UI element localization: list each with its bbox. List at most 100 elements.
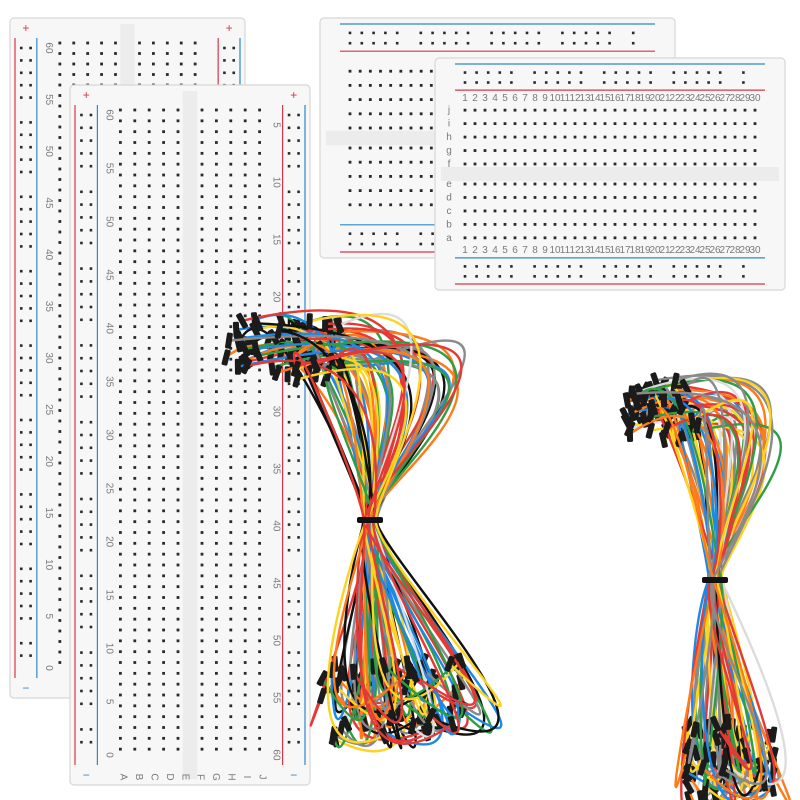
hole bbox=[162, 736, 165, 740]
hole bbox=[693, 209, 697, 213]
hole bbox=[162, 509, 165, 513]
rail-hole bbox=[19, 604, 23, 608]
hole bbox=[409, 69, 413, 73]
rail-hole bbox=[287, 523, 291, 526]
hole bbox=[162, 108, 165, 112]
rail-hole bbox=[19, 517, 23, 521]
rail-hole bbox=[89, 510, 93, 514]
column-number: 30 bbox=[749, 93, 761, 104]
wire-pin-housing bbox=[444, 655, 455, 672]
hole bbox=[348, 175, 352, 178]
hole bbox=[258, 173, 261, 177]
hole bbox=[176, 184, 180, 188]
hole bbox=[133, 336, 137, 339]
hole bbox=[200, 422, 204, 426]
column-letter: A bbox=[117, 774, 128, 781]
rail-hole bbox=[80, 190, 83, 194]
rail-hole bbox=[223, 71, 226, 75]
hole bbox=[162, 216, 165, 220]
column-number: 2 bbox=[472, 245, 478, 256]
hole bbox=[72, 73, 76, 76]
rail-hole bbox=[287, 689, 291, 693]
hole bbox=[165, 62, 169, 66]
hole bbox=[358, 69, 362, 73]
hole bbox=[258, 368, 261, 372]
rail-hole bbox=[29, 59, 32, 62]
hole bbox=[653, 236, 657, 240]
rail-hole bbox=[454, 41, 458, 45]
rail-hole bbox=[718, 275, 722, 278]
column-letter: H bbox=[226, 773, 237, 780]
rail-hole bbox=[19, 133, 23, 137]
hole bbox=[176, 151, 180, 155]
hole bbox=[176, 379, 180, 383]
rail-hole bbox=[419, 31, 423, 35]
hole bbox=[473, 122, 477, 126]
hole bbox=[119, 271, 122, 274]
rail-hole bbox=[287, 740, 291, 744]
hole bbox=[723, 122, 727, 126]
wire-pin-housing bbox=[645, 422, 655, 439]
hole bbox=[133, 411, 137, 415]
hole bbox=[473, 135, 477, 139]
rail-hole bbox=[80, 523, 83, 526]
hole bbox=[200, 260, 204, 264]
column-number: 11 bbox=[560, 245, 571, 256]
hole bbox=[176, 585, 180, 589]
hole bbox=[58, 241, 62, 244]
wire-pin-housing bbox=[221, 349, 231, 366]
rail-hole bbox=[561, 41, 564, 45]
hole bbox=[243, 682, 247, 686]
hole bbox=[133, 249, 137, 253]
hole bbox=[162, 303, 165, 307]
hole bbox=[258, 184, 261, 188]
column-number: 1 bbox=[462, 245, 468, 256]
hole bbox=[713, 108, 717, 112]
hole bbox=[176, 411, 180, 415]
hole bbox=[215, 671, 218, 675]
hole bbox=[176, 227, 180, 231]
hole bbox=[553, 222, 557, 226]
hole bbox=[258, 704, 261, 708]
rail-hole bbox=[584, 41, 588, 45]
hole bbox=[243, 585, 247, 589]
row-number: 60 bbox=[103, 109, 114, 121]
rail-hole bbox=[360, 41, 364, 45]
hole bbox=[200, 346, 204, 350]
half-size-breadboard-front: 1122334455667788991010111112121313141415… bbox=[434, 57, 786, 291]
hole bbox=[119, 173, 122, 177]
hole bbox=[58, 335, 62, 339]
wire-pin-housing bbox=[328, 729, 340, 746]
hole bbox=[358, 84, 362, 87]
hole bbox=[243, 498, 247, 502]
hole bbox=[493, 196, 497, 199]
hole bbox=[200, 357, 204, 361]
hole bbox=[379, 160, 382, 164]
rail-hole bbox=[29, 356, 32, 360]
rail-hole bbox=[287, 497, 291, 501]
row-number: 50 bbox=[103, 216, 114, 228]
column-number: 24 bbox=[689, 93, 701, 104]
rail-hole bbox=[19, 381, 23, 385]
hole bbox=[58, 314, 62, 318]
hole bbox=[543, 209, 547, 213]
hole bbox=[162, 281, 165, 285]
rail-hole bbox=[297, 190, 300, 194]
hole bbox=[229, 260, 233, 264]
row-number: 5 bbox=[43, 614, 54, 620]
hole bbox=[733, 135, 737, 139]
hole bbox=[243, 628, 247, 632]
hole bbox=[258, 238, 261, 242]
hole bbox=[229, 736, 233, 740]
hole bbox=[215, 195, 218, 199]
rail-hole bbox=[287, 139, 291, 142]
rail-hole bbox=[19, 369, 23, 372]
rail-hole bbox=[287, 164, 291, 168]
column-number: 25 bbox=[699, 93, 711, 104]
hole bbox=[463, 182, 467, 186]
hole bbox=[243, 422, 247, 426]
rail-hole bbox=[29, 145, 32, 149]
hole bbox=[133, 433, 137, 437]
hole bbox=[215, 585, 218, 589]
